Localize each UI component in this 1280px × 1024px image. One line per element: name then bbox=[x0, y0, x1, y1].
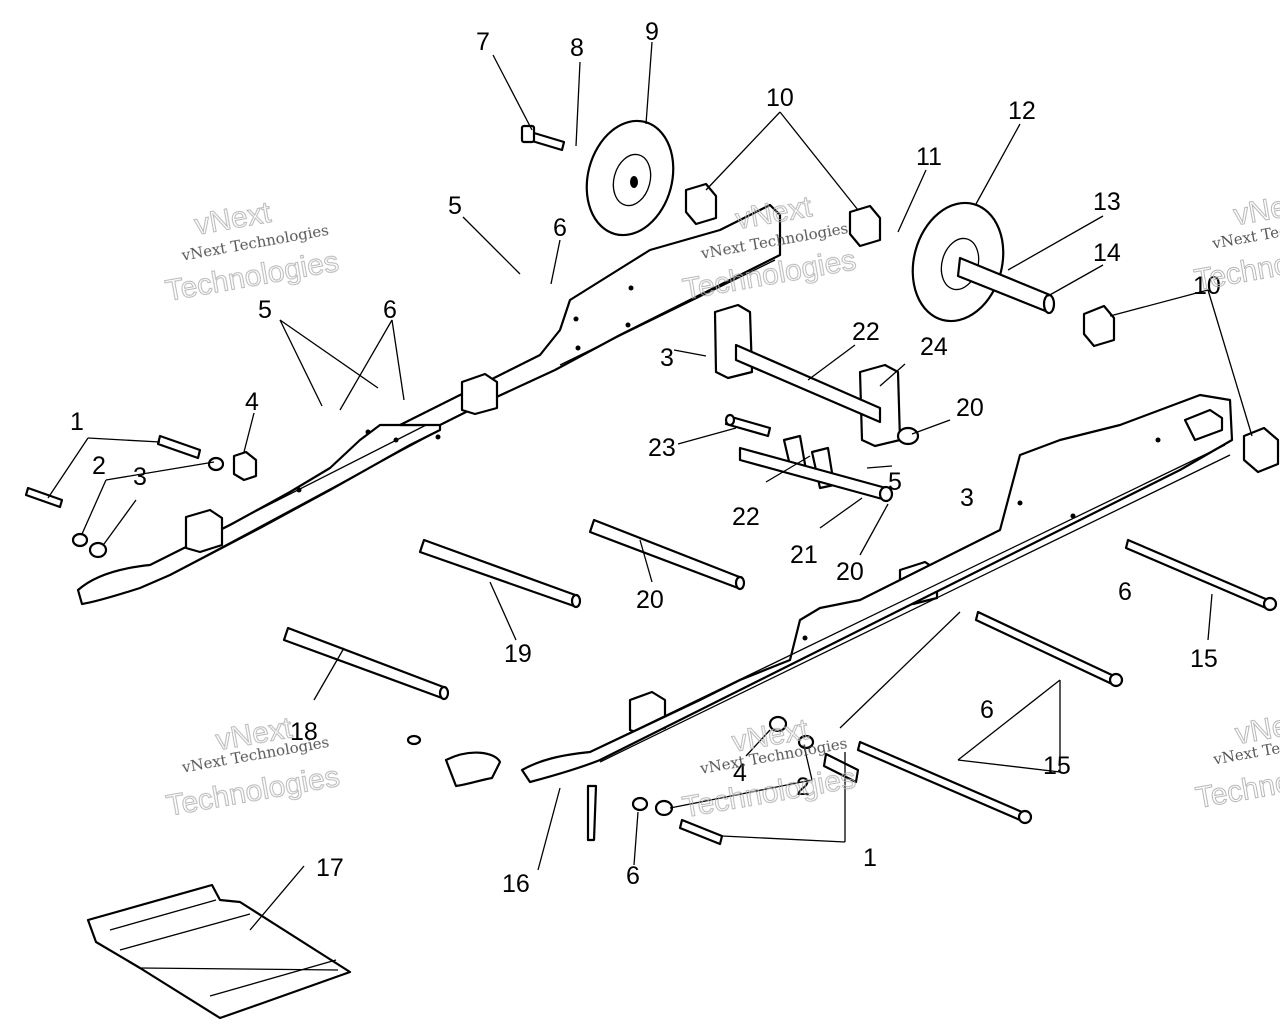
axle-13 bbox=[956, 256, 1056, 315]
rear-pivot-arm bbox=[713, 303, 920, 448]
callout-numbers: 1 1 2 2 3 3 3 4 4 5 5 5 6 6 6 6 6 7 8 9 … bbox=[70, 18, 1221, 898]
callout-9: 9 bbox=[645, 18, 659, 46]
rail-tab bbox=[184, 372, 939, 736]
lower-shaft-20 bbox=[588, 518, 746, 591]
callout-1: 1 bbox=[70, 408, 84, 436]
callout-16: 16 bbox=[502, 870, 530, 898]
idler-wheel-9 bbox=[585, 119, 675, 237]
callout-5: 5 bbox=[448, 192, 462, 220]
callout-23: 23 bbox=[648, 434, 676, 462]
bolt-7 bbox=[520, 124, 566, 152]
callout-22: 22 bbox=[852, 318, 880, 346]
callout-4: 4 bbox=[245, 388, 259, 416]
callout-3: 3 bbox=[660, 344, 674, 372]
callout-2: 2 bbox=[92, 452, 106, 480]
left-slide-rail bbox=[76, 416, 442, 606]
callout-6: 6 bbox=[626, 862, 640, 890]
callout-5: 5 bbox=[258, 296, 272, 324]
callout-7: 7 bbox=[476, 28, 490, 56]
callout-10: 10 bbox=[766, 84, 794, 112]
callout-2: 2 bbox=[796, 773, 810, 801]
lower-shaft-19 bbox=[418, 538, 582, 609]
right-slide-rail bbox=[520, 393, 1234, 784]
callout-20: 20 bbox=[636, 586, 664, 614]
callout-10: 10 bbox=[1193, 272, 1221, 300]
callout-20: 20 bbox=[956, 394, 984, 422]
callout-8: 8 bbox=[570, 34, 584, 62]
callout-17: 17 bbox=[316, 854, 344, 882]
leader-lines bbox=[47, 41, 1253, 931]
callout-6: 6 bbox=[980, 696, 994, 724]
callout-12: 12 bbox=[1008, 97, 1036, 125]
callout-3: 3 bbox=[133, 463, 147, 491]
callout-1: 1 bbox=[863, 844, 877, 872]
left-upper-rail bbox=[398, 203, 782, 427]
callout-13: 13 bbox=[1093, 188, 1121, 216]
callout-6: 6 bbox=[383, 296, 397, 324]
callout-22: 22 bbox=[732, 503, 760, 531]
skid-plate-17 bbox=[86, 883, 352, 1020]
front-bolts-and-washers bbox=[24, 434, 860, 846]
callout-14: 14 bbox=[1093, 239, 1121, 267]
bolt-23 bbox=[724, 413, 772, 438]
callout-21: 21 bbox=[790, 541, 818, 569]
lower-shaft-18 bbox=[282, 626, 450, 701]
callout-24: 24 bbox=[920, 333, 948, 361]
callout-5: 5 bbox=[888, 468, 902, 496]
idler-wheel-12 bbox=[911, 201, 1005, 323]
callout-6: 6 bbox=[553, 214, 567, 242]
bushing-10 bbox=[684, 182, 1280, 474]
callout-15: 15 bbox=[1190, 645, 1218, 673]
callout-20: 20 bbox=[836, 558, 864, 586]
callout-4: 4 bbox=[733, 759, 747, 787]
callout-6: 6 bbox=[1118, 578, 1132, 606]
callout-11: 11 bbox=[916, 143, 942, 171]
callout-15: 15 bbox=[1043, 752, 1071, 780]
long-bolt-15 bbox=[856, 538, 1278, 825]
callout-18: 18 bbox=[290, 718, 318, 746]
callout-19: 19 bbox=[504, 640, 532, 668]
front-pivot-arm bbox=[738, 434, 894, 503]
callout-3: 3 bbox=[960, 484, 974, 512]
